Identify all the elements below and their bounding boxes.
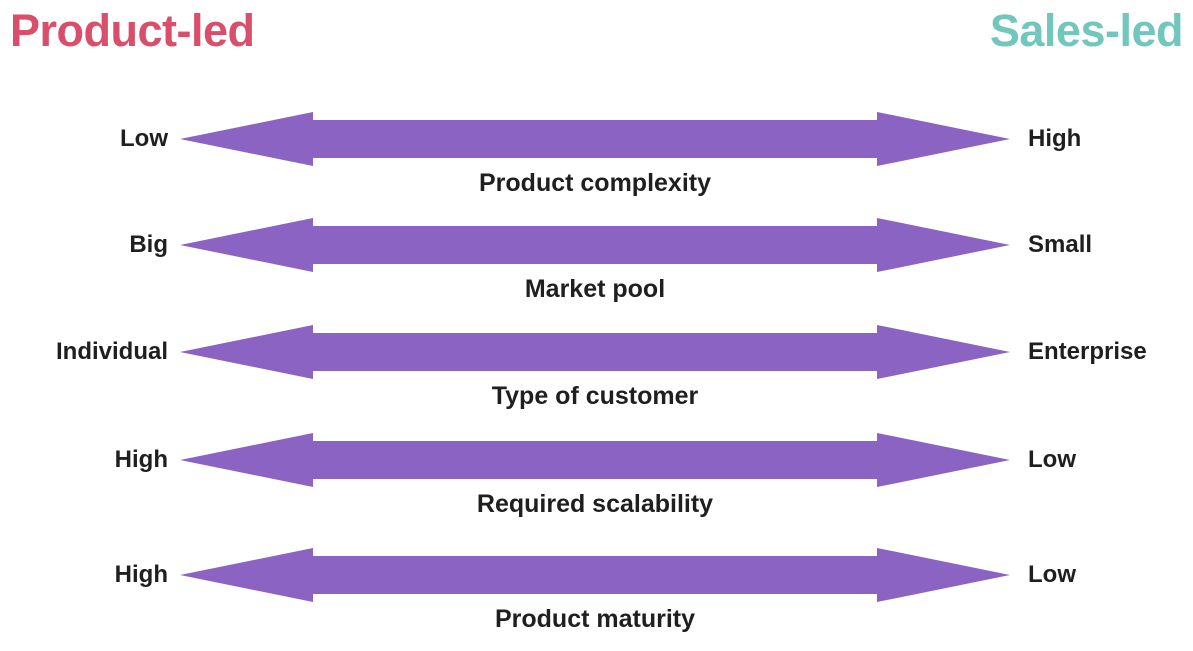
right-endpoint-label: Low	[1028, 446, 1076, 473]
double-headed-arrow	[180, 325, 1010, 379]
sales-led-title: Sales-led	[989, 5, 1184, 56]
double-headed-arrow	[180, 112, 1010, 166]
product-led-title: Product-led	[10, 5, 255, 56]
scale-row: Big Small Market pool	[0, 218, 1193, 318]
double-headed-arrow-shape	[180, 325, 1010, 379]
double-headed-arrow-shape	[180, 433, 1010, 487]
left-endpoint-label: Low	[120, 125, 168, 152]
double-headed-arrow-shape	[180, 112, 1010, 166]
double-headed-arrow-shape	[180, 548, 1010, 602]
left-endpoint-label: Individual	[55, 338, 168, 365]
right-endpoint-label: High	[1028, 125, 1082, 152]
right-endpoint-label: Small	[1028, 231, 1093, 258]
left-endpoint-label: Big	[129, 231, 168, 258]
double-headed-arrow-shape	[180, 218, 1010, 272]
dimension-label: Product maturity	[494, 605, 696, 633]
double-headed-arrow	[180, 433, 1010, 487]
left-endpoint-label: High	[114, 446, 168, 473]
header: Product-led Sales-led	[10, 2, 1184, 61]
scale-row: High Low Required scalability	[0, 433, 1193, 533]
double-headed-arrow	[180, 548, 1010, 602]
left-endpoint-label: High	[114, 561, 168, 588]
right-endpoint-label: Enterprise	[1028, 338, 1147, 365]
dimension-label: Type of customer	[491, 382, 699, 410]
scale-row: Individual Enterprise Type of customer	[0, 325, 1193, 425]
scale-row: High Low Product maturity	[0, 548, 1193, 648]
double-headed-arrow	[180, 218, 1010, 272]
dimension-label: Product complexity	[479, 169, 711, 197]
scale-row: Low High Product complexity	[0, 112, 1193, 212]
dimension-label: Required scalability	[476, 490, 714, 518]
dimension-label: Market pool	[524, 275, 666, 303]
right-endpoint-label: Low	[1028, 561, 1076, 588]
